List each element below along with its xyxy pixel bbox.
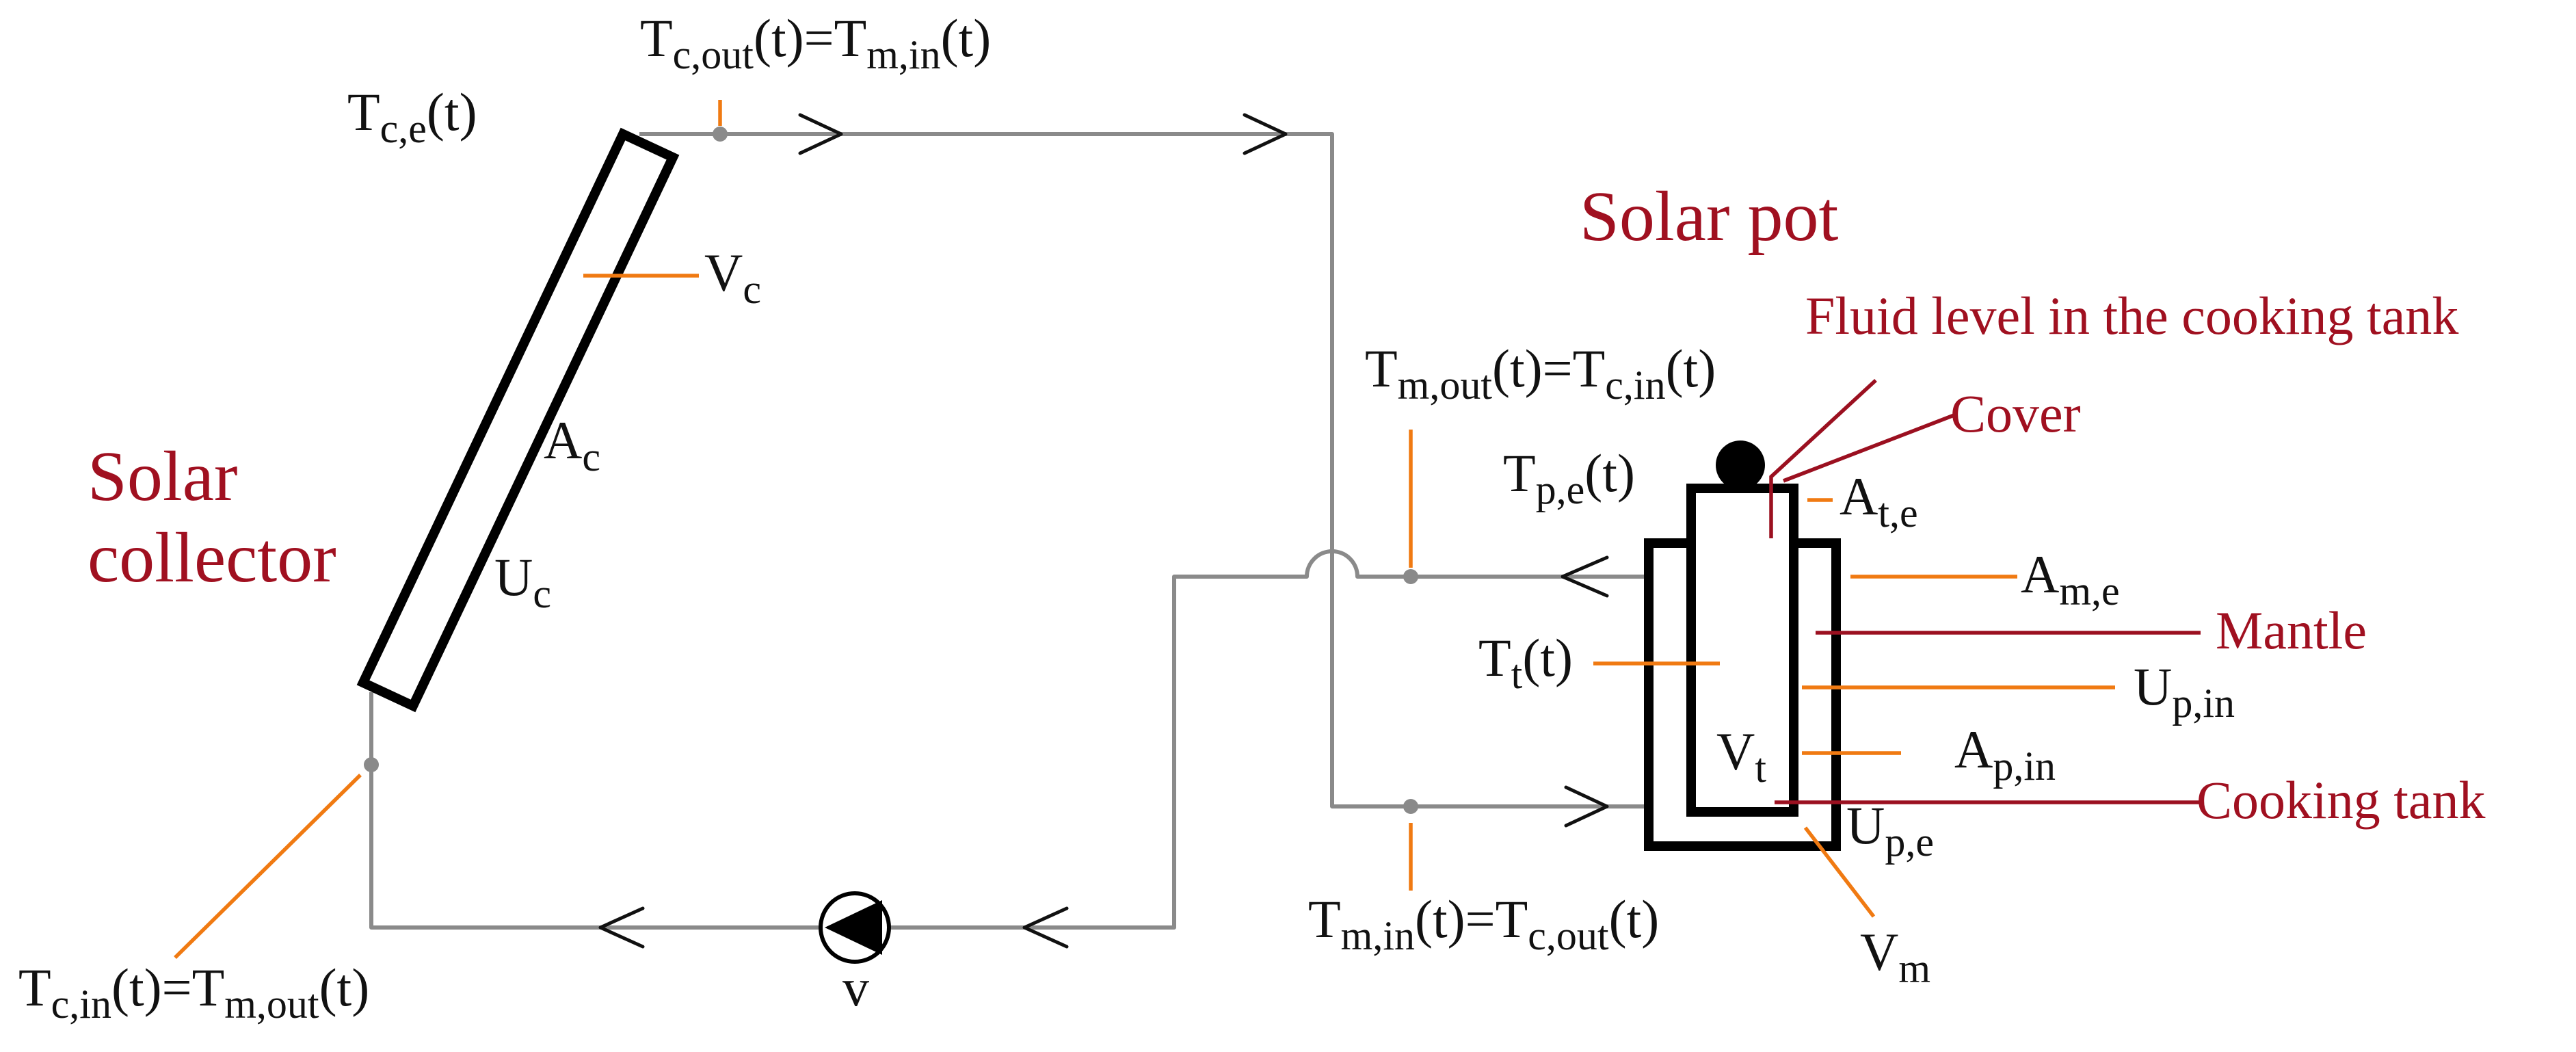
label-pump-v: v bbox=[842, 958, 869, 1017]
pipe-collector-outlet bbox=[639, 132, 1675, 808]
cover-label: Cover bbox=[1950, 384, 2081, 443]
mantle-label: Mantle bbox=[2216, 601, 2367, 660]
label-vc: Vc bbox=[704, 243, 761, 312]
label-upin: Up,in bbox=[2134, 657, 2235, 726]
flow-arrow-top-1 bbox=[798, 113, 843, 155]
label-tcin: Tc,in(t)=Tm,out(t) bbox=[18, 958, 369, 1027]
sensor-nodes bbox=[364, 127, 1418, 814]
label-tmin: Tm,in(t)=Tc,out(t) bbox=[1308, 889, 1659, 958]
red-leaders bbox=[1769, 378, 2202, 804]
pipe-collector-inlet bbox=[369, 692, 821, 930]
flow-arrow-top-2 bbox=[1243, 113, 1288, 155]
flow-arrow-mantle-out bbox=[1561, 555, 1609, 598]
label-apin: Ap,in bbox=[1954, 720, 2056, 789]
flow-arrow-mantle-in bbox=[1564, 785, 1609, 828]
flow-arrows bbox=[598, 113, 1609, 949]
node-mantle-outlet bbox=[1403, 569, 1418, 584]
flow-arrow-bottom-left bbox=[598, 906, 645, 949]
solar-collector-panel bbox=[356, 127, 680, 713]
label-vm: Vm bbox=[1860, 922, 1930, 991]
node-mantle-inlet bbox=[1403, 799, 1418, 814]
node-collector-inlet bbox=[364, 757, 379, 772]
solar-pot bbox=[1644, 440, 1841, 851]
pot-title: Solar pot bbox=[1580, 177, 1839, 256]
label-tcout: Tc,out(t)=Tm,in(t) bbox=[640, 8, 991, 77]
label-tpe: Tp,e(t) bbox=[1503, 443, 1635, 512]
pot-cooking-tank bbox=[1686, 484, 1798, 817]
collector-title-line1: Solar bbox=[88, 437, 238, 516]
cover-knob-icon bbox=[1716, 440, 1765, 490]
label-upe: Up,e bbox=[1846, 795, 1934, 865]
label-tmout: Tm,out(t)=Tc,in(t) bbox=[1365, 339, 1716, 408]
label-ac: Ac bbox=[544, 410, 600, 479]
collector-title-line2: collector bbox=[88, 518, 336, 597]
cooking-tank-label: Cooking tank bbox=[2196, 770, 2486, 830]
node-collector-outlet bbox=[713, 127, 728, 142]
label-uc: Uc bbox=[494, 547, 551, 616]
label-tce: Tc,e(t) bbox=[347, 82, 477, 151]
flow-arrow-bottom-right bbox=[1022, 906, 1069, 949]
label-ate: At,e bbox=[1840, 466, 1918, 536]
pipe-mantle-outlet bbox=[887, 549, 1675, 930]
orange-leaders bbox=[174, 100, 2115, 959]
label-ame: Am,e bbox=[2021, 544, 2120, 614]
pump-icon bbox=[819, 891, 891, 964]
fluid-level-label: Fluid level in the cooking tank bbox=[1805, 286, 2458, 345]
label-vt: Vt bbox=[1716, 722, 1766, 791]
label-tt: Tt(t) bbox=[1478, 628, 1573, 697]
